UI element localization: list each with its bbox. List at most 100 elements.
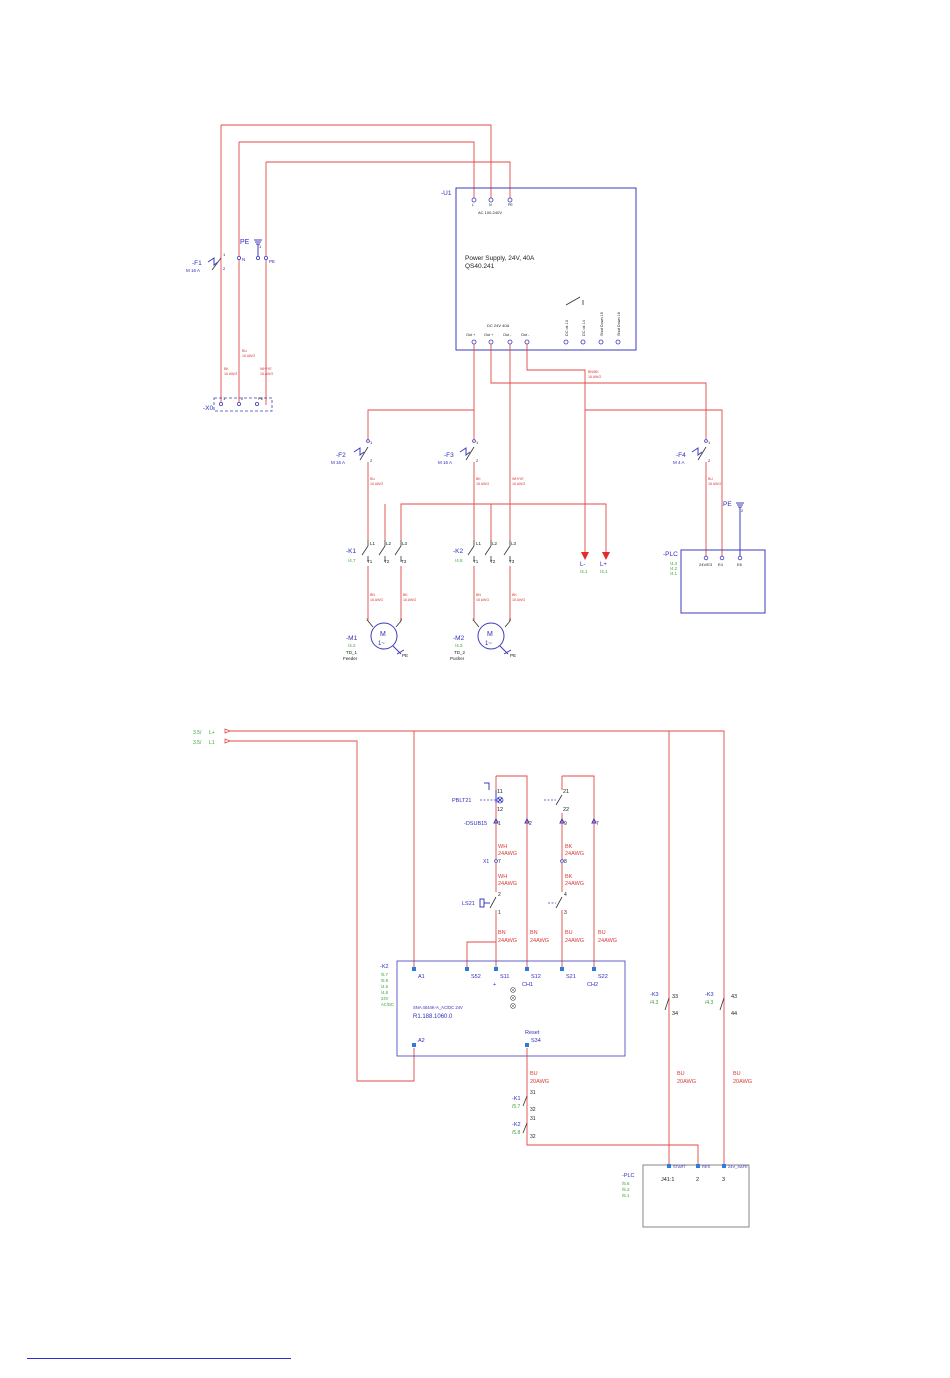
svg-text:Reset: Reset: [525, 1030, 540, 1036]
svg-text:1~: 1~: [378, 641, 385, 647]
k2-contactor: -K2 /4.8 L1 L2 L3 T1 T2 T3 BN 16 AWG BK …: [453, 504, 525, 621]
m2-motor: M 1~ 1 2 PE -M2 /4.3 TD_2 Pusher: [450, 617, 516, 661]
svg-text:/4.8: /4.8: [381, 990, 389, 995]
svg-text:START: START: [673, 1164, 686, 1169]
x0-tag: -X0: [203, 405, 214, 412]
svg-text:A1: A1: [418, 974, 425, 980]
svg-text:T2: T2: [384, 559, 390, 564]
switch-21-22: 21 22: [544, 789, 569, 813]
svg-text:Out +: Out +: [484, 333, 494, 337]
svg-text:/4.3: /4.3: [455, 643, 463, 648]
svg-text:12: 12: [497, 807, 503, 813]
svg-text:BU: BU: [677, 1071, 685, 1077]
u1-tag: -U1: [441, 190, 452, 197]
svg-text:16 AWG: 16 AWG: [512, 598, 525, 602]
k2-safety-relay: -K2 /5.7 /5.8 /4.6 /4.8 24V AC/DC A1 S52…: [380, 960, 626, 1057]
svg-text:TD_2: TD_2: [454, 650, 466, 655]
svg-text:Out +: Out +: [466, 333, 476, 337]
x0-terminal-strip: -X0 1 2 PE: [203, 396, 273, 412]
svg-text:3: 3: [722, 1177, 725, 1183]
svg-text:L1: L1: [209, 740, 215, 746]
svg-text:S21: S21: [566, 974, 576, 980]
svg-text:/4.1: /4.1: [670, 571, 678, 576]
svg-text:WH/YE: WH/YE: [260, 367, 272, 371]
svg-text:S22: S22: [598, 974, 608, 980]
k3-contact-43-44: -K3 /4.3 43 44 BU 20AWG: [705, 992, 752, 1085]
svg-text:-PLC: -PLC: [622, 1173, 635, 1179]
f1-tag: -F1: [192, 260, 202, 267]
svg-text:BK: BK: [476, 477, 481, 481]
svg-text:24AWG: 24AWG: [565, 881, 584, 887]
svg-text:Shut Down 16: Shut Down 16: [617, 312, 621, 336]
u1-title: Power Supply, 24V, 40A: [465, 255, 535, 262]
svg-text:/4.2: /4.2: [670, 566, 678, 571]
svg-text:/4.8: /4.8: [455, 558, 463, 563]
svg-text:M 16 A: M 16 A: [331, 460, 345, 465]
svg-text:-F4: -F4: [676, 452, 686, 459]
svg-text:TD_1: TD_1: [346, 650, 358, 655]
svg-text:2: 2: [708, 458, 711, 463]
svg-text:-PLC: -PLC: [663, 551, 678, 558]
svg-text:24AWG: 24AWG: [498, 881, 517, 887]
svg-text:3.5/: 3.5/: [193, 730, 202, 736]
svg-text:Shut Down 15: Shut Down 15: [600, 312, 604, 336]
svg-text:24AWG: 24AWG: [565, 938, 584, 944]
f1-rating: M 16 A: [186, 268, 200, 273]
svg-text:/5.7: /5.7: [381, 972, 389, 977]
svg-text:/5.2: /5.2: [622, 1187, 630, 1192]
svg-text:16 AWG: 16 AWG: [512, 482, 525, 486]
svg-text:+: +: [493, 982, 496, 988]
svg-text:PE: PE: [258, 396, 264, 401]
power-diagram: -F1 M 16 A 1 2 PE N PE 1 BK 16 AWG BU 16…: [186, 124, 766, 661]
u1-dc-label: DC 24V 40A: [487, 323, 510, 328]
svg-text:Out -: Out -: [503, 333, 512, 337]
svg-text:Feeder: Feeder: [343, 656, 358, 661]
svg-text:1: 1: [498, 821, 501, 827]
svg-text:/4.1: /4.1: [580, 569, 588, 574]
svg-text:24V: 24V: [381, 996, 389, 1001]
svg-text:/4.7: /4.7: [348, 558, 356, 563]
svg-text:2: 2: [509, 617, 512, 622]
svg-text:-M1: -M1: [346, 635, 358, 642]
k2-aux-contact: -K2 /5.8 31 32: [512, 1116, 536, 1140]
svg-text:S12: S12: [531, 974, 541, 980]
svg-text:/4.6: /4.6: [381, 984, 389, 989]
svg-text:32: 32: [530, 1107, 536, 1113]
svg-text:20AWG: 20AWG: [530, 1079, 549, 1085]
svg-text:BU: BU: [370, 477, 375, 481]
u1-power-supply: -U1 L N PE AC 100-240V Power Supply, 24V…: [441, 187, 637, 351]
svg-text:AC/DC: AC/DC: [381, 1002, 394, 1007]
svg-text:R1.188.1060.0: R1.188.1060.0: [413, 1014, 453, 1020]
footer-link-line[interactable]: [27, 1358, 291, 1359]
svg-text:4: 4: [564, 892, 567, 898]
k3-contact-33-34: -K3 /4.3 33 34 BU 20AWG: [650, 992, 696, 1085]
svg-text:8: 8: [564, 859, 567, 865]
k1-contactor: -K1 /4.7 L1 L2 L3 T1 T2 T3 BN 16 AWG BK …: [346, 504, 416, 621]
svg-text:Pusher: Pusher: [450, 656, 465, 661]
svg-text:BU: BU: [598, 930, 606, 936]
svg-text:T1: T1: [367, 559, 373, 564]
svg-text:24AWG: 24AWG: [498, 851, 517, 857]
svg-text:E6: E6: [737, 562, 743, 567]
pblt21-pushbutton: PBLT21 11 12: [452, 782, 504, 813]
svg-text:20AWG: 20AWG: [733, 1079, 752, 1085]
l-minus-arrow: L- /4.1: [580, 552, 589, 574]
svg-text:M 4 A: M 4 A: [673, 460, 685, 465]
svg-text:/5.8: /5.8: [381, 978, 389, 983]
svg-text:2: 2: [741, 508, 744, 513]
svg-text:E4: E4: [718, 562, 724, 567]
svg-text:20AWG: 20AWG: [677, 1079, 696, 1085]
svg-text:-F2: -F2: [336, 452, 346, 459]
svg-text:21: 21: [563, 789, 569, 795]
svg-text:PE: PE: [723, 501, 732, 508]
svg-text:-K3: -K3: [650, 992, 659, 998]
svg-text:T2: T2: [490, 559, 496, 564]
svg-text:-K2: -K2: [453, 548, 464, 555]
svg-text:16 AWG: 16 AWG: [260, 372, 273, 376]
svg-text:BU: BU: [565, 930, 573, 936]
svg-text:BN: BN: [370, 593, 375, 597]
svg-text:1: 1: [223, 252, 226, 257]
plc-bottom: -PLC /5.6 /5.2 /6.1 START RES 24V_SAFE J…: [622, 1164, 750, 1228]
svg-text:-K2: -K2: [512, 1122, 521, 1128]
